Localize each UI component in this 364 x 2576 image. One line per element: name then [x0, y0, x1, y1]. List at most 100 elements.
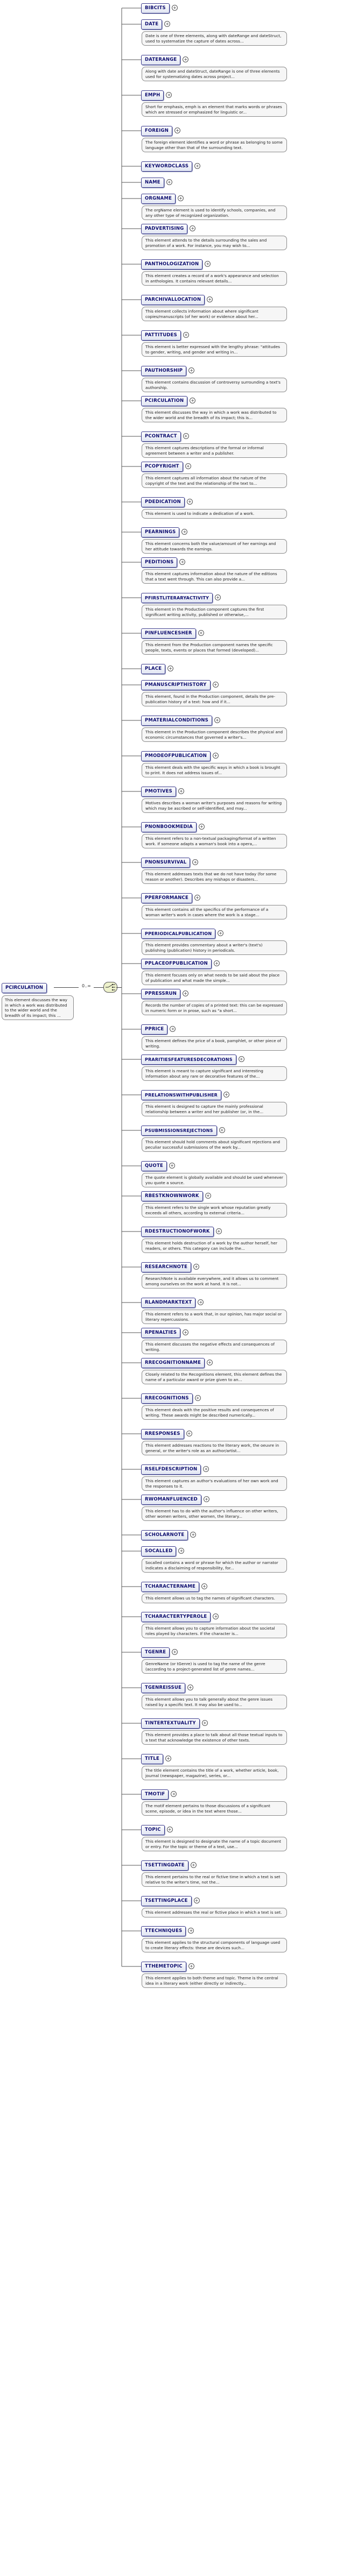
element-name-box[interactable]: PEARNINGS [141, 527, 180, 537]
expand-plus-icon[interactable]: + [171, 5, 178, 11]
element-name-box[interactable]: RRECOGNITIONNAME [141, 1358, 205, 1368]
element-name-box[interactable]: PADVERTISING [141, 224, 188, 234]
root-element-box[interactable]: PCIRCULATION [2, 983, 47, 993]
element-name-box[interactable]: PPRESSRUN [141, 989, 181, 999]
expand-plus-icon[interactable]: + [213, 753, 219, 759]
expand-plus-icon[interactable]: + [215, 1228, 222, 1234]
expand-plus-icon[interactable]: + [169, 1163, 175, 1169]
element-name-box[interactable]: RSELFDESCRIPTION [141, 1464, 201, 1475]
element-name-box[interactable]: TTECHNIQUES [141, 1926, 186, 1936]
expand-plus-icon[interactable]: + [185, 463, 191, 469]
expand-plus-icon[interactable]: + [188, 1963, 194, 1969]
element-name-box[interactable]: PSUBMISSIONSREJECTIONS [141, 1126, 217, 1136]
element-name-box[interactable]: PMATERIALCONDITIONS [141, 716, 212, 726]
element-name-box[interactable]: PPERFORMANCE [141, 893, 192, 903]
expand-plus-icon[interactable]: + [167, 666, 174, 671]
element-name-box[interactable]: PINFLUENCESHER [141, 628, 196, 639]
expand-plus-icon[interactable]: + [172, 1649, 178, 1655]
expand-plus-icon[interactable]: + [213, 960, 220, 966]
expand-plus-icon[interactable]: + [188, 1928, 194, 1934]
expand-plus-icon[interactable]: + [201, 1720, 208, 1726]
element-name-box[interactable]: RBESTKNOWNWORK [141, 1191, 203, 1201]
expand-plus-icon[interactable]: + [214, 717, 220, 723]
element-name-box[interactable]: DATE [141, 19, 163, 30]
element-name-box[interactable]: ORGNAME [141, 194, 176, 204]
expand-plus-icon[interactable]: + [213, 1613, 219, 1619]
expand-plus-icon[interactable]: + [193, 1264, 200, 1270]
choice-compositor-icon[interactable] [103, 982, 117, 993]
expand-plus-icon[interactable]: + [183, 56, 189, 62]
element-name-box[interactable]: PAUTHORSHIP [141, 366, 187, 376]
element-name-box[interactable]: TOPIC [141, 1825, 165, 1835]
element-name-box[interactable]: PPERIODICALPUBLICATION [141, 929, 216, 939]
expand-plus-icon[interactable]: + [178, 788, 184, 794]
element-name-box[interactable]: PCIRCULATION [141, 396, 188, 406]
expand-plus-icon[interactable]: + [178, 195, 184, 201]
element-name-box[interactable]: PPLACEOFPUBLICATION [141, 959, 212, 969]
expand-plus-icon[interactable]: + [190, 225, 196, 231]
element-name-box[interactable]: PRELATIONSWITHPUBLISHER [141, 1090, 222, 1100]
expand-plus-icon[interactable]: + [194, 163, 201, 169]
expand-plus-icon[interactable]: + [198, 1299, 204, 1305]
element-name-box[interactable]: PNONSURVIVAL [141, 858, 191, 868]
element-name-box[interactable]: TTHEMETOPIC [141, 1962, 186, 1972]
element-name-box[interactable]: PPRICE [141, 1024, 168, 1035]
element-name-box[interactable]: PARCHIVALLOCATION [141, 295, 205, 305]
element-name-box[interactable]: PANTHOLOGIZATION [141, 259, 203, 270]
expand-plus-icon[interactable]: + [203, 1496, 209, 1502]
expand-plus-icon[interactable]: + [164, 21, 171, 27]
expand-plus-icon[interactable]: + [207, 1360, 213, 1365]
expand-plus-icon[interactable]: + [218, 930, 224, 936]
element-name-box[interactable]: TCHARACTERNAME [141, 1582, 199, 1592]
element-name-box[interactable]: TMOTIF [141, 1789, 169, 1800]
element-name-box[interactable]: RRECOGNITIONS [141, 1393, 193, 1404]
element-name-box[interactable]: RWOMANFLUENCED [141, 1495, 201, 1505]
expand-plus-icon[interactable]: + [190, 1532, 197, 1538]
expand-plus-icon[interactable]: + [186, 1431, 192, 1436]
element-name-box[interactable]: PLACE [141, 664, 166, 674]
expand-plus-icon[interactable]: + [178, 1548, 185, 1554]
element-name-box[interactable]: PATTITUDES [141, 330, 181, 341]
expand-plus-icon[interactable]: + [183, 1329, 189, 1335]
expand-plus-icon[interactable]: + [183, 433, 189, 439]
element-name-box[interactable]: DATERANGE [141, 55, 181, 65]
element-name-box[interactable]: RLANDMARKTEXT [141, 1298, 196, 1308]
element-name-box[interactable]: TSETTINGDATE [141, 1860, 188, 1871]
expand-plus-icon[interactable]: + [194, 1395, 201, 1401]
expand-plus-icon[interactable]: + [171, 1791, 177, 1797]
expand-plus-icon[interactable]: + [203, 1466, 209, 1472]
element-name-box[interactable]: PDEDICATION [141, 497, 185, 507]
expand-plus-icon[interactable]: + [194, 895, 200, 901]
expand-plus-icon[interactable]: + [198, 630, 204, 636]
element-name-box[interactable]: TCHARACTERTYPEROLE [141, 1612, 211, 1622]
element-name-box[interactable]: PRARITIESFEATURESDECORATIONS [141, 1055, 236, 1065]
expand-plus-icon[interactable]: + [183, 990, 189, 996]
element-name-box[interactable]: TITLE [141, 1754, 163, 1764]
element-name-box[interactable]: PCOPYRIGHT [141, 462, 183, 472]
element-name-box[interactable]: RESEARCHNOTE [141, 1262, 192, 1272]
element-name-box[interactable]: SOCALLED [141, 1546, 177, 1556]
expand-plus-icon[interactable]: + [166, 179, 172, 185]
expand-plus-icon[interactable]: + [190, 398, 196, 404]
expand-plus-icon[interactable]: + [207, 296, 213, 302]
element-name-box[interactable]: EMPH [141, 90, 164, 101]
element-name-box[interactable]: KEYWORDCLASS [141, 161, 193, 172]
element-name-box[interactable]: RRESPONSES [141, 1429, 184, 1439]
expand-plus-icon[interactable]: + [166, 1827, 173, 1832]
expand-plus-icon[interactable]: + [186, 499, 193, 505]
element-name-box[interactable]: FOREIGN [141, 126, 173, 136]
expand-plus-icon[interactable]: + [183, 332, 190, 338]
element-name-box[interactable]: RPENALTIES [141, 1328, 181, 1338]
expand-plus-icon[interactable]: + [212, 682, 219, 688]
expand-plus-icon[interactable]: + [192, 859, 199, 865]
expand-plus-icon[interactable]: + [205, 1193, 211, 1199]
expand-plus-icon[interactable]: + [174, 128, 181, 133]
element-name-box[interactable]: NAME [141, 178, 164, 188]
element-name-box[interactable]: PMOTIVES [141, 787, 176, 797]
element-name-box[interactable]: PFIRSTLITERARYACTIVITY [141, 593, 213, 603]
element-name-box[interactable]: SCHOLARNOTE [141, 1530, 188, 1540]
element-name-box[interactable]: TINTERTEXTUALITY [141, 1718, 200, 1729]
element-name-box[interactable]: TGENRE [141, 1647, 170, 1658]
expand-plus-icon[interactable]: + [181, 529, 188, 535]
expand-plus-icon[interactable]: + [179, 559, 186, 565]
